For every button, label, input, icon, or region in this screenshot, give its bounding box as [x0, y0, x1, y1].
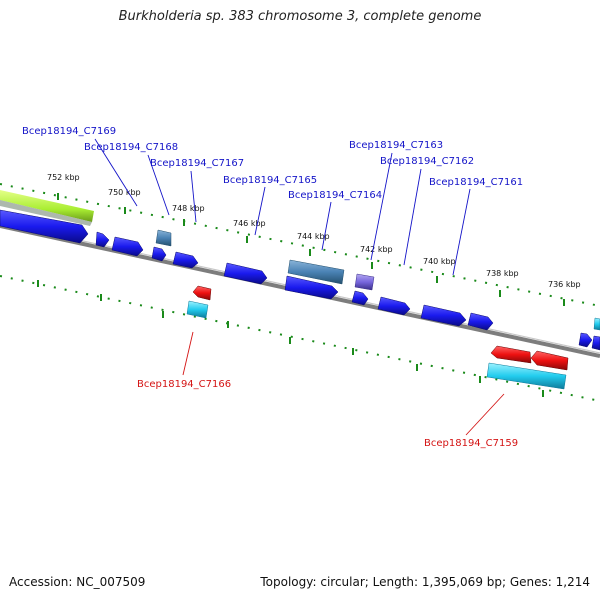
forward-gene-steelblue[interactable]	[287, 259, 345, 285]
forward-gene-steelblue[interactable]	[155, 229, 172, 247]
tick-labels: 752 kbp 750 kbp 748 kbp 746 kbp 744 kbp …	[47, 173, 581, 289]
forward-gene	[351, 290, 369, 306]
forward-gene	[578, 332, 593, 348]
forward-gene-cyan[interactable]	[593, 317, 600, 331]
gene-label: Bcep18194_C7163	[349, 140, 443, 151]
gc-skew-band-shadow	[0, 200, 92, 226]
reverse-gene	[192, 285, 212, 301]
reverse-gene-cyan	[186, 300, 209, 319]
gene-label: Bcep18194_C7164	[288, 190, 382, 201]
gene-label: Bcep18194_C7169	[22, 126, 116, 137]
forward-gene	[377, 296, 411, 316]
forward-gene	[172, 251, 199, 269]
gc-skew-band	[0, 190, 94, 222]
reverse-genes[interactable]	[192, 285, 569, 371]
gene-label: Bcep18194_C7168	[84, 142, 178, 153]
tick-label: 750 kbp	[108, 188, 141, 197]
accession-text: Accession: NC_007509	[9, 575, 146, 589]
reverse-gene	[490, 345, 532, 364]
tick-label: 746 kbp	[233, 219, 266, 228]
forward-gene	[467, 312, 494, 331]
tick-label: 748 kbp	[172, 204, 205, 213]
label-leader-lines	[94, 138, 505, 436]
tick-label: 752 kbp	[47, 173, 80, 182]
tick-label: 738 kbp	[486, 269, 519, 278]
forward-gene	[591, 335, 600, 351]
reverse-gene-cyan	[486, 362, 567, 390]
forward-gene	[0, 209, 89, 244]
forward-gene	[151, 246, 167, 262]
tick-label: 742 kbp	[360, 245, 393, 254]
forward-gene	[111, 236, 144, 257]
major-ticks-lower	[37, 280, 544, 397]
gene-label: Bcep18194_C7165	[223, 175, 317, 186]
genome-summary-text: Topology: circular; Length: 1,395,069 bp…	[260, 575, 590, 589]
reverse-genes-cyan[interactable]	[186, 300, 567, 390]
tick-label: 744 kbp	[297, 232, 330, 241]
reverse-gene	[530, 350, 569, 371]
forward-gene	[284, 275, 339, 300]
gene-label: Bcep18194_C7159	[424, 438, 518, 449]
gene-label: Bcep18194_C7167	[150, 158, 244, 169]
forward-gene	[223, 262, 268, 285]
forward-genes[interactable]	[0, 209, 600, 351]
major-ticks-upper	[57, 193, 565, 306]
gene-labels: Bcep18194_C7169 Bcep18194_C7168 Bcep1819…	[22, 126, 523, 449]
forward-gene	[95, 231, 110, 248]
tick-label: 740 kbp	[423, 257, 456, 266]
genome-title: Burkholderia sp. 383 chromosome 3, compl…	[118, 9, 482, 24]
gene-label: Bcep18194_C7166	[137, 379, 231, 390]
gene-label: Bcep18194_C7162	[380, 156, 474, 167]
gene-label: Bcep18194_C7161	[429, 177, 523, 188]
tick-label: 736 kbp	[548, 280, 581, 289]
forward-gene-purple[interactable]	[354, 273, 375, 291]
forward-gene	[420, 304, 467, 327]
